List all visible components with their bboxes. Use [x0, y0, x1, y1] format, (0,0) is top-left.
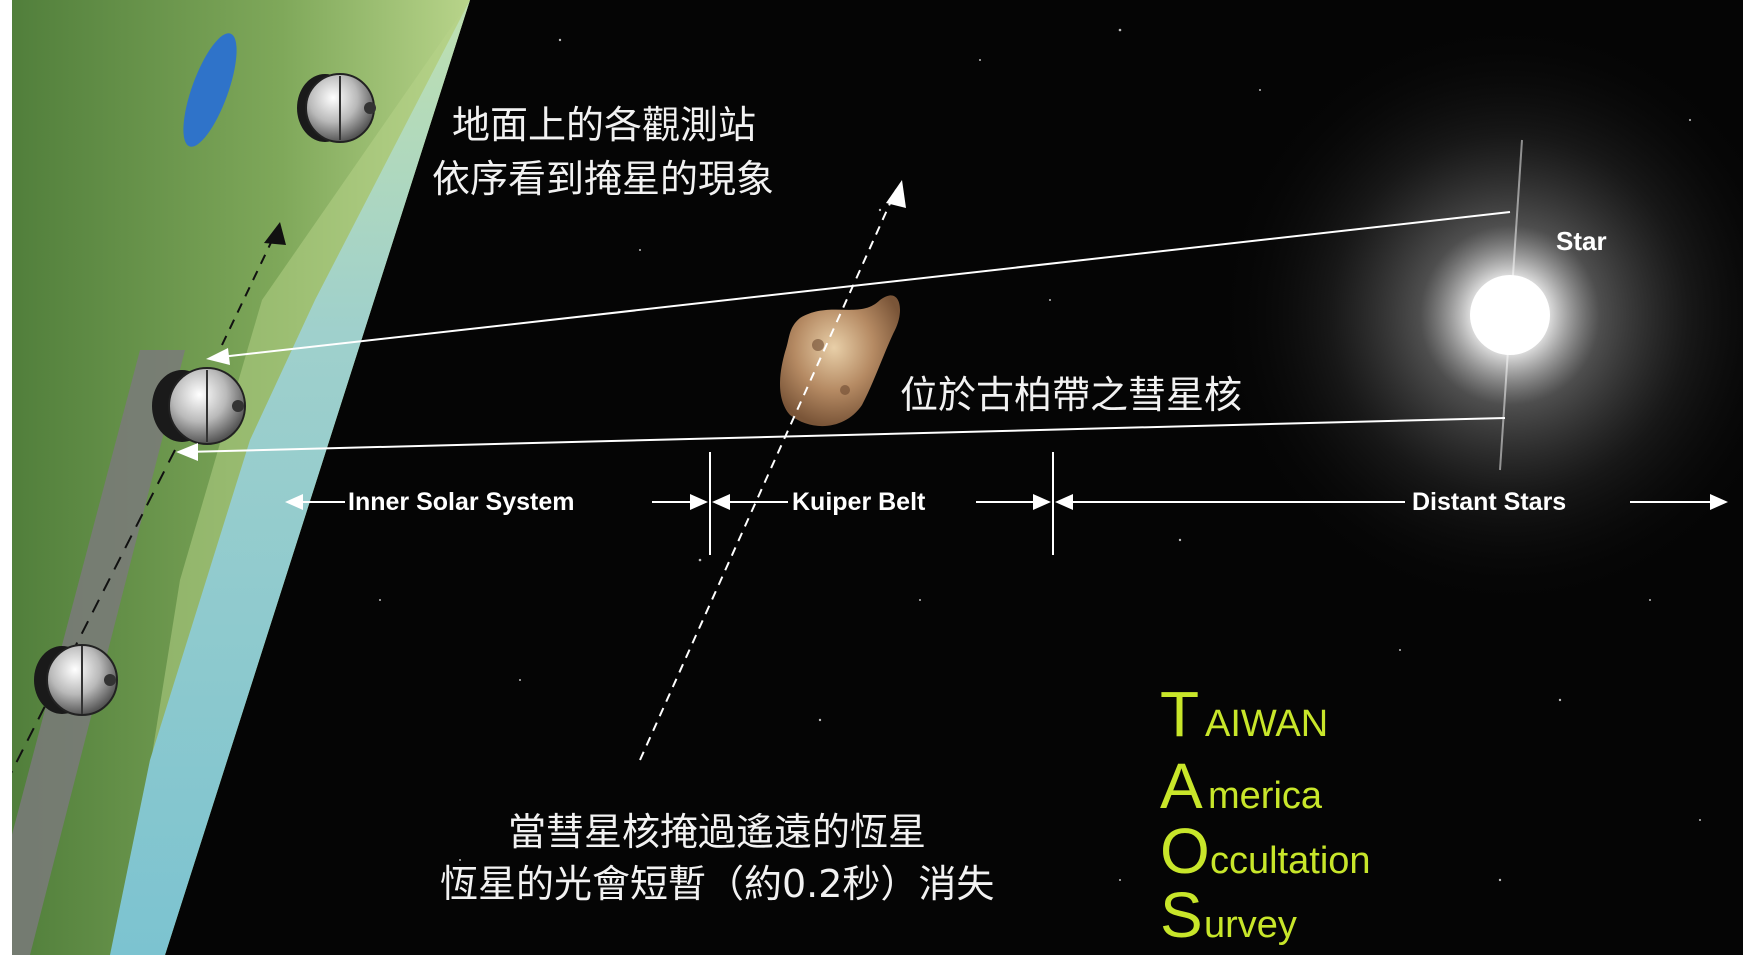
taos-t-rest: AIWAN [1205, 703, 1328, 745]
taos-o-rest: ccultation [1210, 840, 1371, 882]
star-spike [1499, 139, 1523, 471]
taos-acronym: T AIWAN A merica O ccultation S urvey [1160, 678, 1371, 951]
segment-distant: Distant Stars [1055, 488, 1728, 516]
segment-kuiper: Kuiper Belt [712, 488, 1051, 516]
occultation-caption-line1: 當彗星核掩過遙遠的恆星 [508, 810, 926, 854]
station-motion-arrow [221, 229, 278, 346]
stations-caption-line1: 地面上的各觀測站 [452, 103, 756, 147]
shadow-path-arrowhead [886, 180, 906, 208]
lake [183, 33, 237, 147]
taos-a-rest: merica [1208, 775, 1323, 817]
taos-s-initial: S [1160, 879, 1203, 951]
segment-inner: Inner Solar System [285, 488, 708, 516]
comet-nucleus [780, 295, 900, 427]
taos-o-initial: O [1160, 815, 1210, 887]
taos-t-initial: T [1160, 678, 1199, 750]
stations-caption-line2: 依序看到掩星的現象 [432, 157, 774, 201]
light-ray-top [211, 211, 1511, 359]
observatory-top [297, 73, 376, 143]
inner-solar-system-label: Inner Solar System [348, 488, 574, 516]
track-dash [9, 449, 176, 776]
kuiper-belt-label: Kuiper Belt [792, 488, 926, 516]
occultation-caption-line2: 恆星的光會短暫（約0.2秒）消失 [440, 862, 994, 906]
station-motion-arrowhead [264, 222, 286, 245]
distant-stars-label: Distant Stars [1412, 488, 1566, 516]
observatory-bottom [34, 644, 118, 716]
starfield [379, 28, 1701, 882]
taos-a-initial: A [1160, 750, 1203, 822]
observatory-middle [152, 367, 246, 445]
comet-nucleus-caption: 位於古柏帶之彗星核 [900, 373, 1242, 417]
light-ray-bottom [184, 417, 1506, 453]
star-label: Star [1556, 226, 1607, 256]
taos-s-rest: urvey [1204, 904, 1297, 946]
light-ray-bottom-arrowhead [176, 443, 198, 461]
shadow-path [639, 189, 897, 761]
light-ray-top-arrowhead [206, 348, 230, 365]
